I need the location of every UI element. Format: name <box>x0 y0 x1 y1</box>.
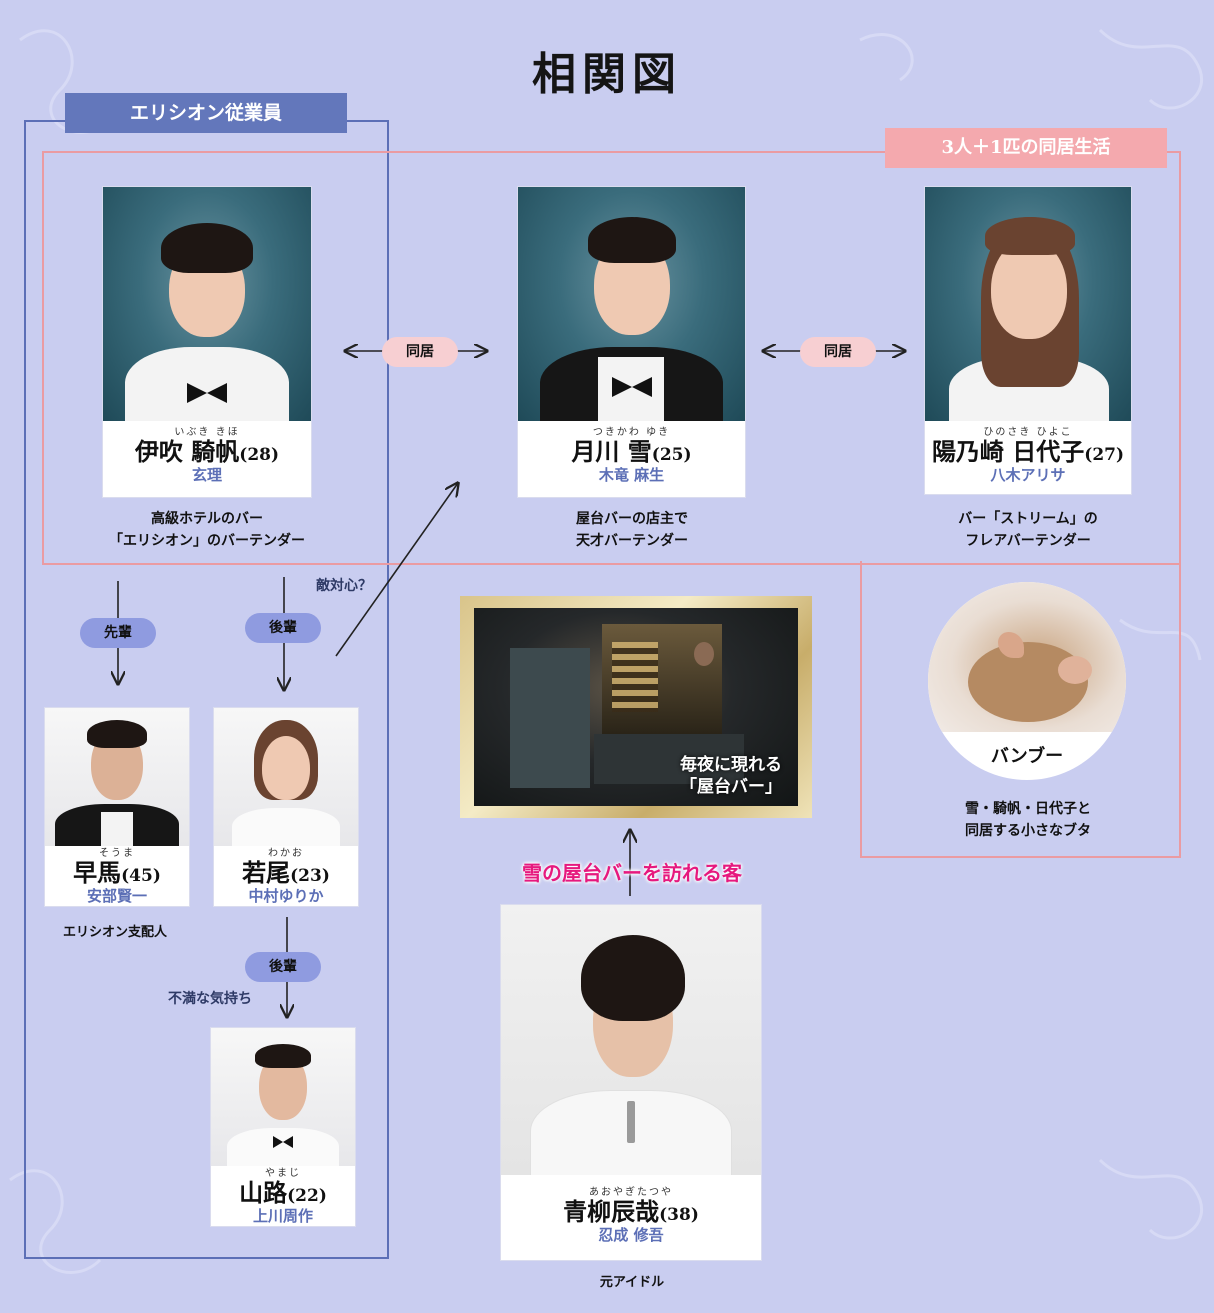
relation-kouhai-2: 後輩 <box>245 952 321 982</box>
character-card-wakao: わかお 若尾(23) 中村ゆりか <box>214 708 358 906</box>
cohab-group-label: 3人＋1匹の同居生活 <box>885 128 1167 168</box>
actor-aoyagi: 忍成 修吾 <box>598 1226 664 1244</box>
ruby-aoyagi: あおやぎたつや <box>589 1187 673 1198</box>
character-photo-tsukikawa <box>518 187 745 421</box>
actor-ibuki: 玄理 <box>191 466 222 484</box>
relation-cohab-left: 同居 <box>382 337 458 367</box>
desc-ibuki-line1: 高級ホテルのバー <box>151 511 263 527</box>
age-souma: (45) <box>121 866 161 886</box>
character-card-ibuki: いぶき きほ 伊吹 騎帆(28) 玄理 <box>103 187 311 497</box>
yatai-bar-image-frame: 毎夜に現れる 「屋台バー」 <box>460 596 812 818</box>
staff-group-label: エリシオン従業員 <box>65 93 347 133</box>
character-photo-yamaji <box>211 1028 355 1166</box>
actor-wakao: 中村ゆりか <box>248 887 324 905</box>
character-card-aoyagi: あおやぎたつや 青柳辰哉(38) 忍成 修吾 <box>501 905 761 1260</box>
yatai-bar-image <box>474 608 798 806</box>
ruby-ibuki: いぶき きほ <box>174 427 240 438</box>
desc-ibuki-line2: 「エリシオン」のバーテンダー <box>109 533 305 549</box>
relation-discontent: 不満な気持ち <box>168 991 252 1007</box>
desc-tsukikawa: 屋台バーの店主で 天才バーテンダー <box>507 508 757 552</box>
relation-rivalry: 敵対心？ <box>316 578 372 594</box>
character-card-tsukikawa: つきかわ ゆき 月川 雪(25) 木竜 麻生 <box>518 187 745 497</box>
desc-hinosaki-line1: バー「ストリーム」の <box>958 511 1098 527</box>
character-photo-aoyagi <box>501 905 761 1175</box>
relation-cohab-right: 同居 <box>800 337 876 367</box>
name-wakao: 若尾 <box>242 858 291 887</box>
cohab-group-frame-inner <box>860 561 862 858</box>
name-hinosaki: 陽乃崎 日代子 <box>931 437 1085 466</box>
name-tsukikawa: 月川 雪 <box>571 437 652 466</box>
desc-hinosaki: バー「ストリーム」の フレアバーテンダー <box>906 508 1150 552</box>
character-card-souma: そうま 早馬(45) 安部賢一 <box>45 708 189 906</box>
ruby-souma: そうま <box>99 848 135 859</box>
yatai-bar-caption: 毎夜に現れる 「屋台バー」 <box>680 754 782 798</box>
name-ibuki: 伊吹 騎帆 <box>134 437 240 466</box>
visitor-label: 雪の屋台バーを訪れる客 <box>522 861 742 885</box>
age-hinosaki: (27) <box>1084 445 1125 465</box>
desc-bamboo-line1: 雪・騎帆・日代子と <box>965 801 1091 817</box>
desc-bamboo: 雪・騎帆・日代子と 同居する小さなブタ <box>912 798 1144 842</box>
relation-senpai: 先輩 <box>80 618 156 648</box>
character-card-bamboo: バンブー <box>928 582 1126 780</box>
age-yamaji: (22) <box>287 1186 327 1206</box>
actor-tsukikawa: 木竜 麻生 <box>598 466 665 484</box>
ruby-yamaji: やまじ <box>265 1168 301 1179</box>
character-photo-wakao <box>214 708 358 846</box>
ruby-hinosaki: ひのさき ひよこ <box>983 427 1073 438</box>
desc-souma: エリシオン支配人 <box>62 925 167 940</box>
cohab-group-frame-top <box>42 151 1181 565</box>
actor-hinosaki: 八木アリサ <box>990 466 1066 484</box>
cohab-group-frame-bottom <box>860 856 1181 858</box>
age-ibuki: (28) <box>239 445 280 465</box>
desc-tsukikawa-line1: 屋台バーの店主で <box>576 511 688 527</box>
age-tsukikawa: (25) <box>651 445 692 465</box>
character-photo-ibuki <box>103 187 311 421</box>
page-title: 相関図 <box>532 49 682 100</box>
ruby-tsukikawa: つきかわ ゆき <box>592 427 671 438</box>
actor-yamaji: 上川周作 <box>252 1207 313 1225</box>
character-photo-hinosaki <box>925 187 1131 421</box>
ruby-wakao: わかお <box>268 848 304 859</box>
name-aoyagi: 青柳辰哉 <box>563 1197 660 1226</box>
yatai-bar-caption-line2: 「屋台バー」 <box>680 777 782 797</box>
desc-hinosaki-line2: フレアバーテンダー <box>965 533 1091 549</box>
desc-aoyagi: 元アイドル <box>599 1275 665 1290</box>
name-yamaji: 山路 <box>239 1178 288 1207</box>
character-card-yamaji: やまじ 山路(22) 上川周作 <box>211 1028 355 1226</box>
name-souma: 早馬 <box>73 858 122 887</box>
desc-tsukikawa-line2: 天才バーテンダー <box>576 533 688 549</box>
cohab-group-frame-side <box>1179 151 1181 858</box>
character-photo-souma <box>45 708 189 846</box>
character-card-hinosaki: ひのさき ひよこ 陽乃崎 日代子(27) 八木アリサ <box>925 187 1131 494</box>
relation-kouhai-1: 後輩 <box>245 613 321 643</box>
actor-souma: 安部賢一 <box>86 887 147 905</box>
desc-ibuki: 高級ホテルのバー 「エリシオン」のバーテンダー <box>82 508 332 552</box>
character-photo-bamboo <box>928 582 1126 732</box>
yatai-bar-caption-line1: 毎夜に現れる <box>680 755 782 775</box>
name-bamboo: バンブー <box>990 746 1064 767</box>
age-wakao: (23) <box>290 866 330 886</box>
desc-bamboo-line2: 同居する小さなブタ <box>965 823 1091 839</box>
age-aoyagi: (38) <box>659 1205 699 1225</box>
